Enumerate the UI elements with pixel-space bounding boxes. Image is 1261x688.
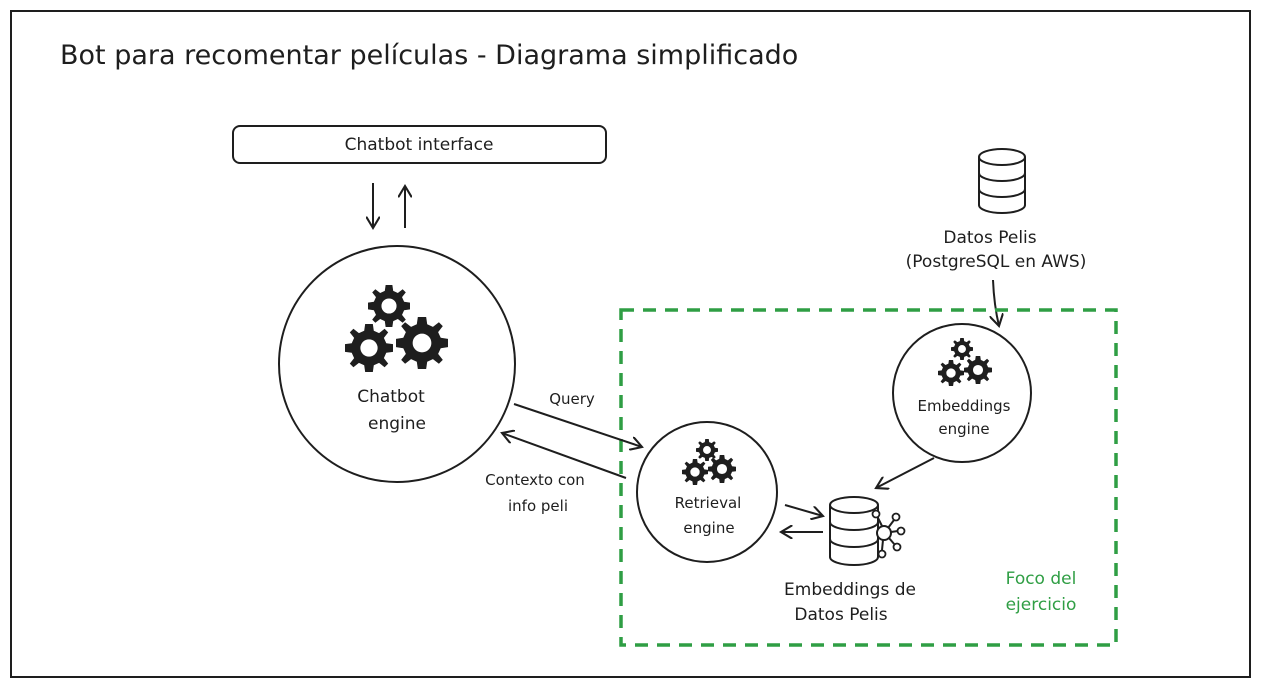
chatbot-engine-circle [278, 245, 516, 483]
focus-area-label-2: ejercicio [1006, 595, 1077, 615]
gears-icon [345, 285, 448, 372]
datos-pelis-label-2: (PostgreSQL en AWS) [906, 252, 1087, 272]
embeddings-engine-label-1: Embeddings [918, 397, 1011, 415]
embeddings-engine-label-2: engine [938, 420, 989, 438]
retrieval-to-db-arrow [784, 504, 823, 516]
diagram-frame [10, 10, 1251, 678]
chatbot-engine-node: Chatbot engine [278, 245, 516, 483]
database-icon [978, 148, 1026, 214]
contexto-label-2: info peli [508, 497, 568, 515]
diagram-title: Bot para recomentar películas - Diagrama… [60, 40, 798, 71]
query-arrow [513, 403, 642, 447]
retrieval-engine-node: Retrieval engine [636, 421, 778, 563]
retrieval-engine-label-1: Retrieval [675, 494, 742, 512]
contexto-label-1: Contexto con [485, 471, 585, 489]
embeddings-engine-node: Embeddings engine [892, 323, 1032, 463]
chatbot-interface-label: Chatbot interface [345, 135, 494, 155]
embeddings-datos-label-2: Datos Pelis [794, 605, 887, 625]
vector-database-icon [829, 496, 906, 566]
query-label: Query [549, 390, 595, 408]
datos-to-embeddings-arrow [993, 279, 999, 326]
retrieval-engine-label-2: engine [683, 519, 734, 537]
chatbot-engine-label-1: Chatbot [357, 387, 425, 407]
chatbot-interface-node: Chatbot interface [232, 125, 607, 164]
focus-area-label-1: Foco del [1006, 569, 1077, 589]
datos-pelis-label-1: Datos Pelis [943, 228, 1036, 248]
retrieval-engine-circle [636, 421, 778, 563]
embeddings-to-db-arrow [876, 457, 935, 488]
embeddings-datos-label-1: Embeddings de [784, 580, 916, 600]
focus-area-border [619, 308, 1118, 647]
chatbot-engine-label-2: engine [368, 414, 426, 434]
gears-icon [682, 439, 736, 485]
contexto-arrow [502, 433, 627, 479]
embeddings-engine-circle [892, 323, 1032, 463]
chatbot-interface-box [232, 125, 607, 164]
gears-icon [938, 338, 992, 386]
